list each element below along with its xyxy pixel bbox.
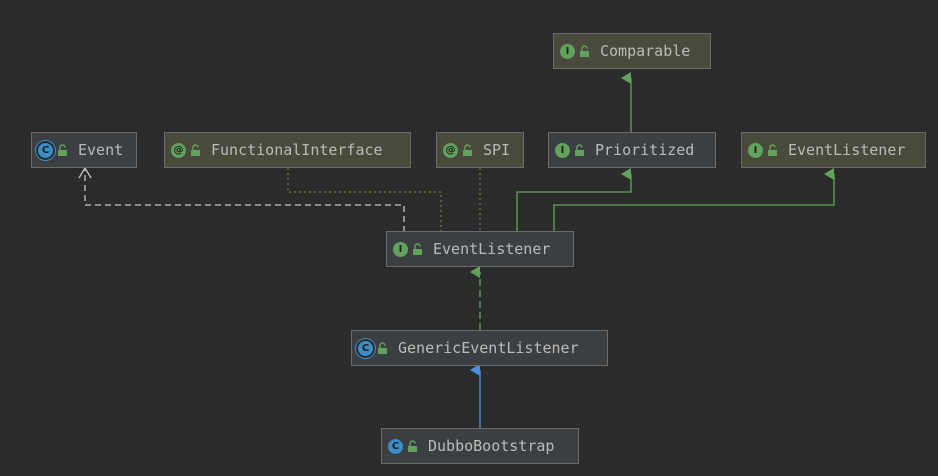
lock-open-icon <box>580 45 589 57</box>
annotation-badge-icon: @ <box>443 142 458 158</box>
interface-badge-icon: I <box>560 43 575 59</box>
lock-open-icon <box>413 243 422 255</box>
node-event-listener[interactable]: I EventListener <box>386 231 574 267</box>
edge-functionalinterface <box>287 168 442 232</box>
node-label: EventListener <box>788 141 906 159</box>
node-spi[interactable]: @ SPI <box>436 132 524 168</box>
edge-eventlistener-prioritized <box>516 168 632 232</box>
lock-open-icon <box>463 144 472 156</box>
node-generic-event-listener[interactable]: C GenericEventListener <box>351 330 608 366</box>
edge-eventlistener-event <box>84 170 405 232</box>
node-comparable[interactable]: I Comparable <box>553 33 711 69</box>
node-label: Prioritized <box>595 141 695 159</box>
lock-open-icon <box>191 144 200 156</box>
lock-open-icon <box>58 144 67 156</box>
node-label: FunctionalInterface <box>211 141 383 159</box>
lock-open-icon <box>378 342 387 354</box>
annotation-badge-icon: @ <box>171 142 186 158</box>
class-badge-icon: C <box>388 438 403 454</box>
abstract-class-badge-icon: C <box>358 340 373 356</box>
node-event[interactable]: C Event <box>31 132 137 168</box>
node-label: SPI <box>483 141 511 159</box>
node-label: DubboBootstrap <box>428 437 555 455</box>
node-label: Comparable <box>600 42 691 60</box>
node-prioritized[interactable]: I Prioritized <box>548 132 716 168</box>
interface-badge-icon: I <box>555 142 570 158</box>
lock-open-icon <box>575 144 584 156</box>
node-dubbo-bootstrap[interactable]: C DubboBootstrap <box>381 428 579 464</box>
node-functional-interface[interactable]: @ FunctionalInterface <box>164 132 411 168</box>
node-event-listener-java[interactable]: I EventListener <box>741 132 926 168</box>
interface-badge-icon: I <box>393 241 408 257</box>
lock-open-icon <box>408 440 417 452</box>
node-label: GenericEventListener <box>398 339 579 357</box>
node-label: EventListener <box>433 240 551 258</box>
node-label: Event <box>78 141 124 159</box>
edge-event-arrowhead <box>78 166 92 179</box>
abstract-class-badge-icon: C <box>38 142 53 158</box>
interface-badge-icon: I <box>748 142 763 158</box>
lock-open-icon <box>768 144 777 156</box>
edge-eventlistener-java-eventlistener <box>553 168 835 232</box>
